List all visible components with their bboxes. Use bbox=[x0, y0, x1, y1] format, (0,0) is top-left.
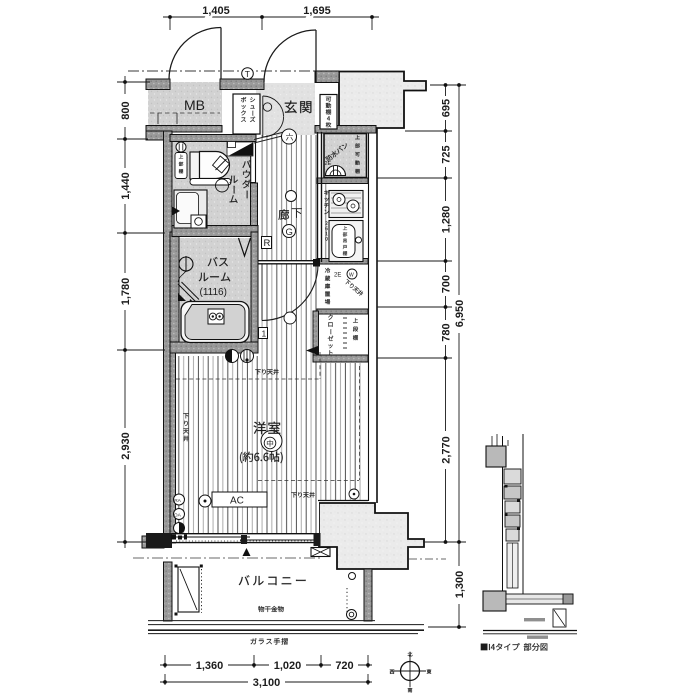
svg-text:700: 700 bbox=[441, 275, 453, 293]
svg-text:1,405: 1,405 bbox=[202, 5, 230, 17]
svg-text:G: G bbox=[286, 227, 293, 238]
svg-text:3,100: 3,100 bbox=[253, 677, 281, 689]
svg-text:1,695: 1,695 bbox=[303, 5, 331, 17]
svg-text:W: W bbox=[349, 273, 354, 279]
svg-text:1,020: 1,020 bbox=[274, 660, 302, 672]
svg-text:AC: AC bbox=[230, 496, 244, 507]
svg-text:6,950: 6,950 bbox=[454, 300, 466, 328]
svg-text:695: 695 bbox=[441, 99, 453, 117]
svg-text:1: 1 bbox=[262, 329, 267, 339]
svg-text:MB: MB bbox=[184, 97, 205, 113]
svg-text:T: T bbox=[245, 69, 250, 79]
svg-text:1,360: 1,360 bbox=[196, 660, 224, 672]
svg-text:(1116): (1116) bbox=[200, 287, 227, 298]
svg-text:1,780: 1,780 bbox=[120, 278, 132, 306]
svg-text:2,930: 2,930 bbox=[120, 432, 132, 460]
svg-text:2E: 2E bbox=[334, 273, 341, 279]
svg-text:780: 780 bbox=[441, 323, 453, 341]
svg-text:2E: 2E bbox=[325, 161, 332, 167]
svg-text:800: 800 bbox=[120, 101, 132, 119]
svg-text:725: 725 bbox=[441, 145, 453, 163]
svg-text:720: 720 bbox=[335, 660, 353, 672]
svg-text:2,770: 2,770 bbox=[441, 436, 453, 464]
svg-text:R: R bbox=[264, 238, 271, 249]
svg-text:1,300: 1,300 bbox=[454, 571, 466, 599]
svg-text:RA: RA bbox=[174, 498, 181, 504]
svg-text:1,695: 1,695 bbox=[303, 5, 331, 17]
svg-text:OA: OA bbox=[174, 512, 182, 518]
svg-text:1,280: 1,280 bbox=[441, 206, 453, 234]
svg-text:1,405: 1,405 bbox=[202, 5, 230, 17]
svg-text:1,440: 1,440 bbox=[120, 172, 132, 200]
